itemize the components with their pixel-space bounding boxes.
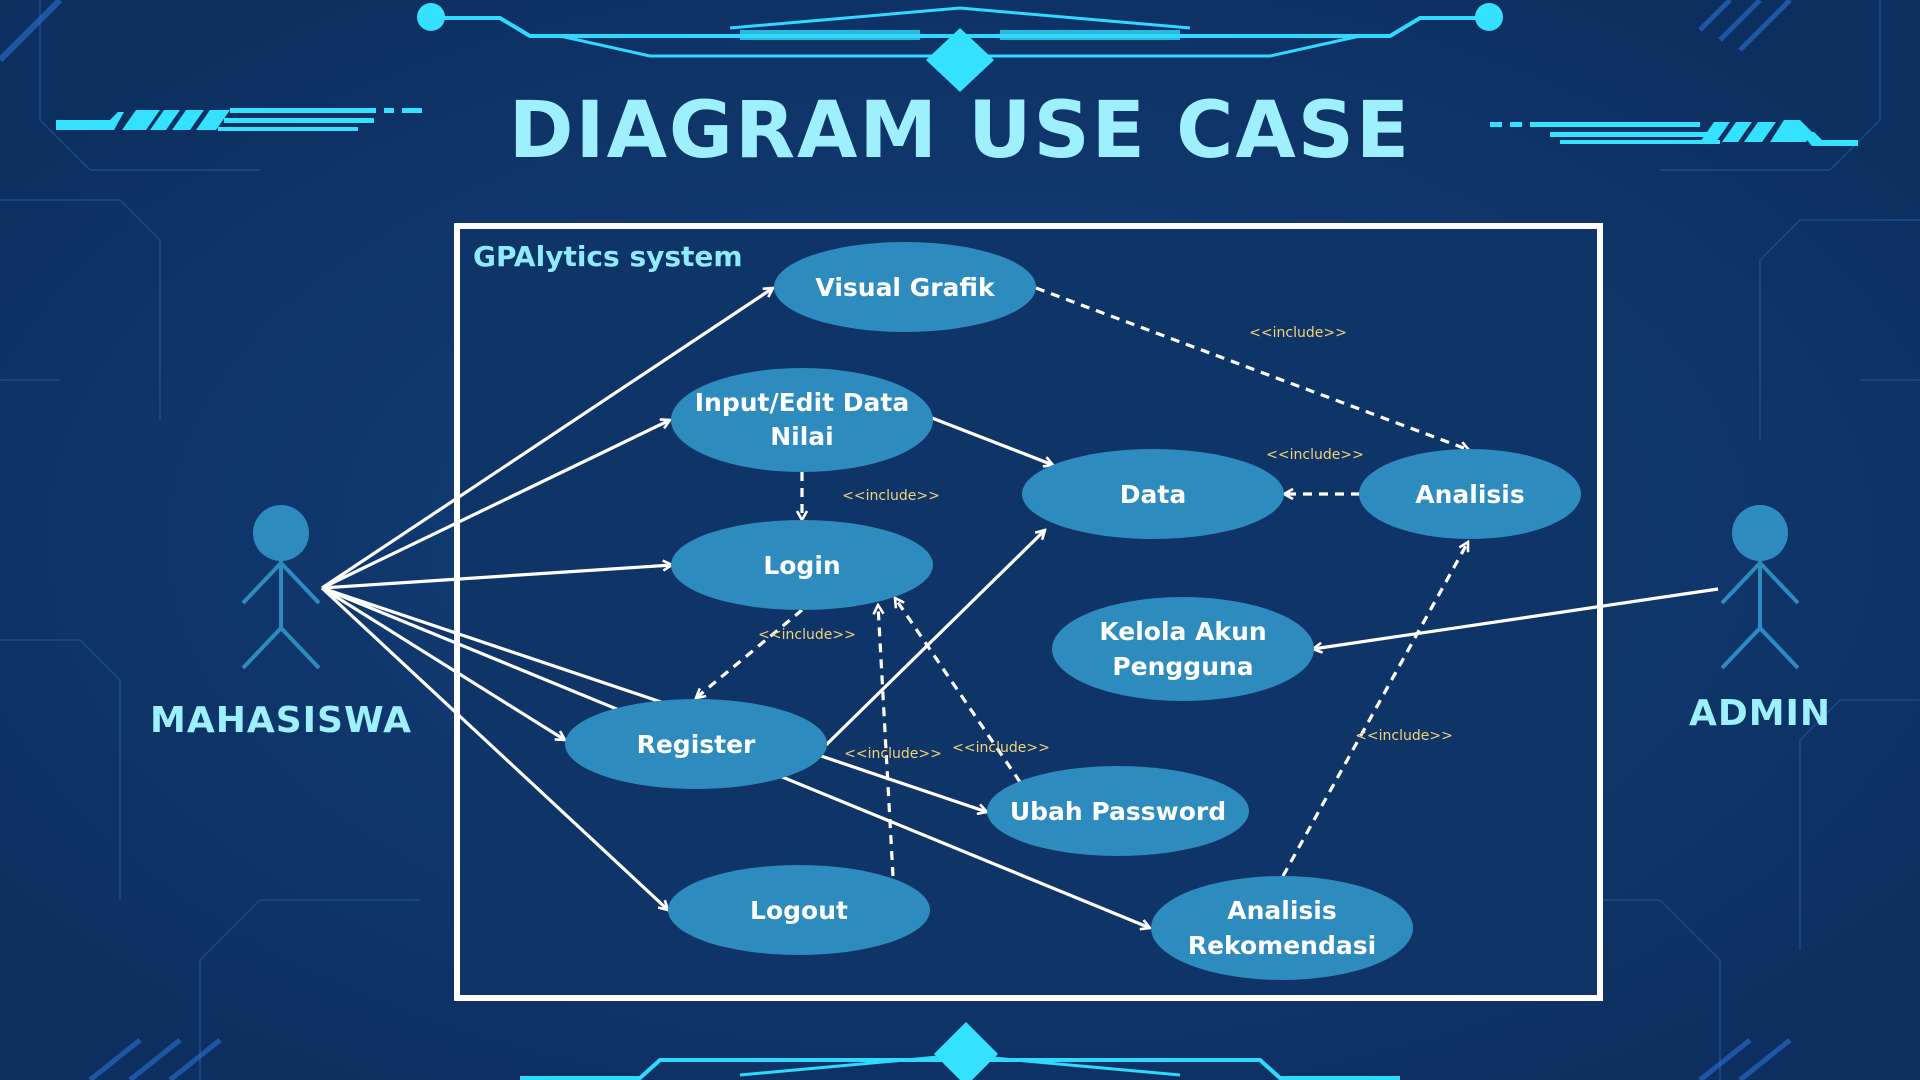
- usecase-label: Analisis: [1415, 480, 1525, 509]
- usecase-label-line-1: Analisis: [1227, 896, 1337, 925]
- actor-label: MAHASISWA: [150, 700, 412, 741]
- usecase-label: Ubah Password: [1010, 797, 1226, 826]
- assoc-admin-kelola-akun: [1313, 587, 1719, 649]
- assoc-mahasiswa-input-edit: [321, 420, 670, 590]
- include-label-rekomendasi-analisis: <<include>>: [1355, 728, 1453, 744]
- right-stripes: [1490, 120, 1858, 146]
- usecase-label-line-2: Pengguna: [1112, 652, 1253, 681]
- usecase-label-line-2: Nilai: [770, 422, 834, 451]
- usecase-label: Visual Grafik: [815, 273, 996, 302]
- system-boundary: [454, 223, 1603, 1001]
- usecase-logout[interactable]: Logout: [668, 865, 930, 955]
- assoc-register-data: [824, 530, 1045, 747]
- actor-label: ADMIN: [1689, 693, 1831, 734]
- system-label: GPAlytics system: [473, 240, 743, 273]
- include-label-analisis-data: <<include>>: [1266, 447, 1364, 463]
- usecase-analisis-rekomendasi[interactable]: Analisis Rekomendasi: [1151, 876, 1413, 980]
- usecase-label-line-1: Kelola Akun: [1099, 617, 1266, 646]
- include-relations: [696, 286, 1469, 877]
- include-ubah-login: [895, 598, 1022, 783]
- assoc-mahasiswa-login: [321, 565, 672, 590]
- assoc-mahasiswa-logout: [320, 586, 668, 910]
- usecase-input-edit-data-nilai[interactable]: Input/Edit Data Nilai: [671, 368, 933, 472]
- usecase-label-line-1: Input/Edit Data: [695, 388, 910, 417]
- assoc-mahasiswa-visual-grafik: [321, 288, 773, 590]
- include-label-visual-analisis: <<include>>: [1249, 325, 1347, 341]
- usecase-ubah-password[interactable]: Ubah Password: [987, 766, 1249, 856]
- assoc-mahasiswa-register: [321, 586, 565, 740]
- top-ornament: [0, 0, 1792, 92]
- assoc-mahasiswa-ubah-password: [321, 586, 665, 705]
- include-label-ubah-login: <<include>>: [952, 740, 1050, 756]
- usecase-login[interactable]: Login: [671, 520, 933, 610]
- usecase-label: Register: [637, 730, 756, 759]
- actor-mahasiswa[interactable]: MAHASISWA: [150, 505, 412, 741]
- include-login-register: [696, 608, 804, 698]
- stick-figure-icon: [1720, 505, 1800, 670]
- actor-admin[interactable]: ADMIN: [1689, 505, 1831, 734]
- include-label-login-register: <<include>>: [758, 627, 856, 643]
- page-title: DIAGRAM USE CASE: [509, 86, 1411, 176]
- include-logout-login: [878, 605, 895, 877]
- usecase-data[interactable]: Data: [1022, 449, 1284, 539]
- usecase-label: Data: [1120, 480, 1186, 509]
- include-label-input-login: <<include>>: [842, 488, 940, 504]
- usecase-label: Logout: [750, 896, 848, 925]
- include-label-logout-login: <<include>>: [844, 746, 942, 762]
- usecase-label-line-2: Rekomendasi: [1188, 931, 1376, 960]
- bottom-ornament: [88, 1022, 1792, 1080]
- usecase-label: Login: [763, 551, 840, 580]
- assoc-input-data: [931, 416, 1053, 465]
- usecase-register[interactable]: Register: [565, 699, 827, 789]
- include-labels: <<include>> <<include>> <<include>> <<in…: [758, 325, 1453, 762]
- usecase-visual-grafik[interactable]: Visual Grafik: [774, 242, 1036, 332]
- left-stripes: [56, 108, 422, 131]
- usecase-kelola-akun-pengguna[interactable]: Kelola Akun Pengguna: [1052, 597, 1314, 701]
- usecase-analisis[interactable]: Analisis: [1359, 449, 1581, 539]
- use-cases: Visual Grafik Input/Edit Data Nilai Logi…: [565, 242, 1581, 980]
- stick-figure-icon: [241, 505, 321, 670]
- include-visual-analisis: [1035, 286, 1469, 450]
